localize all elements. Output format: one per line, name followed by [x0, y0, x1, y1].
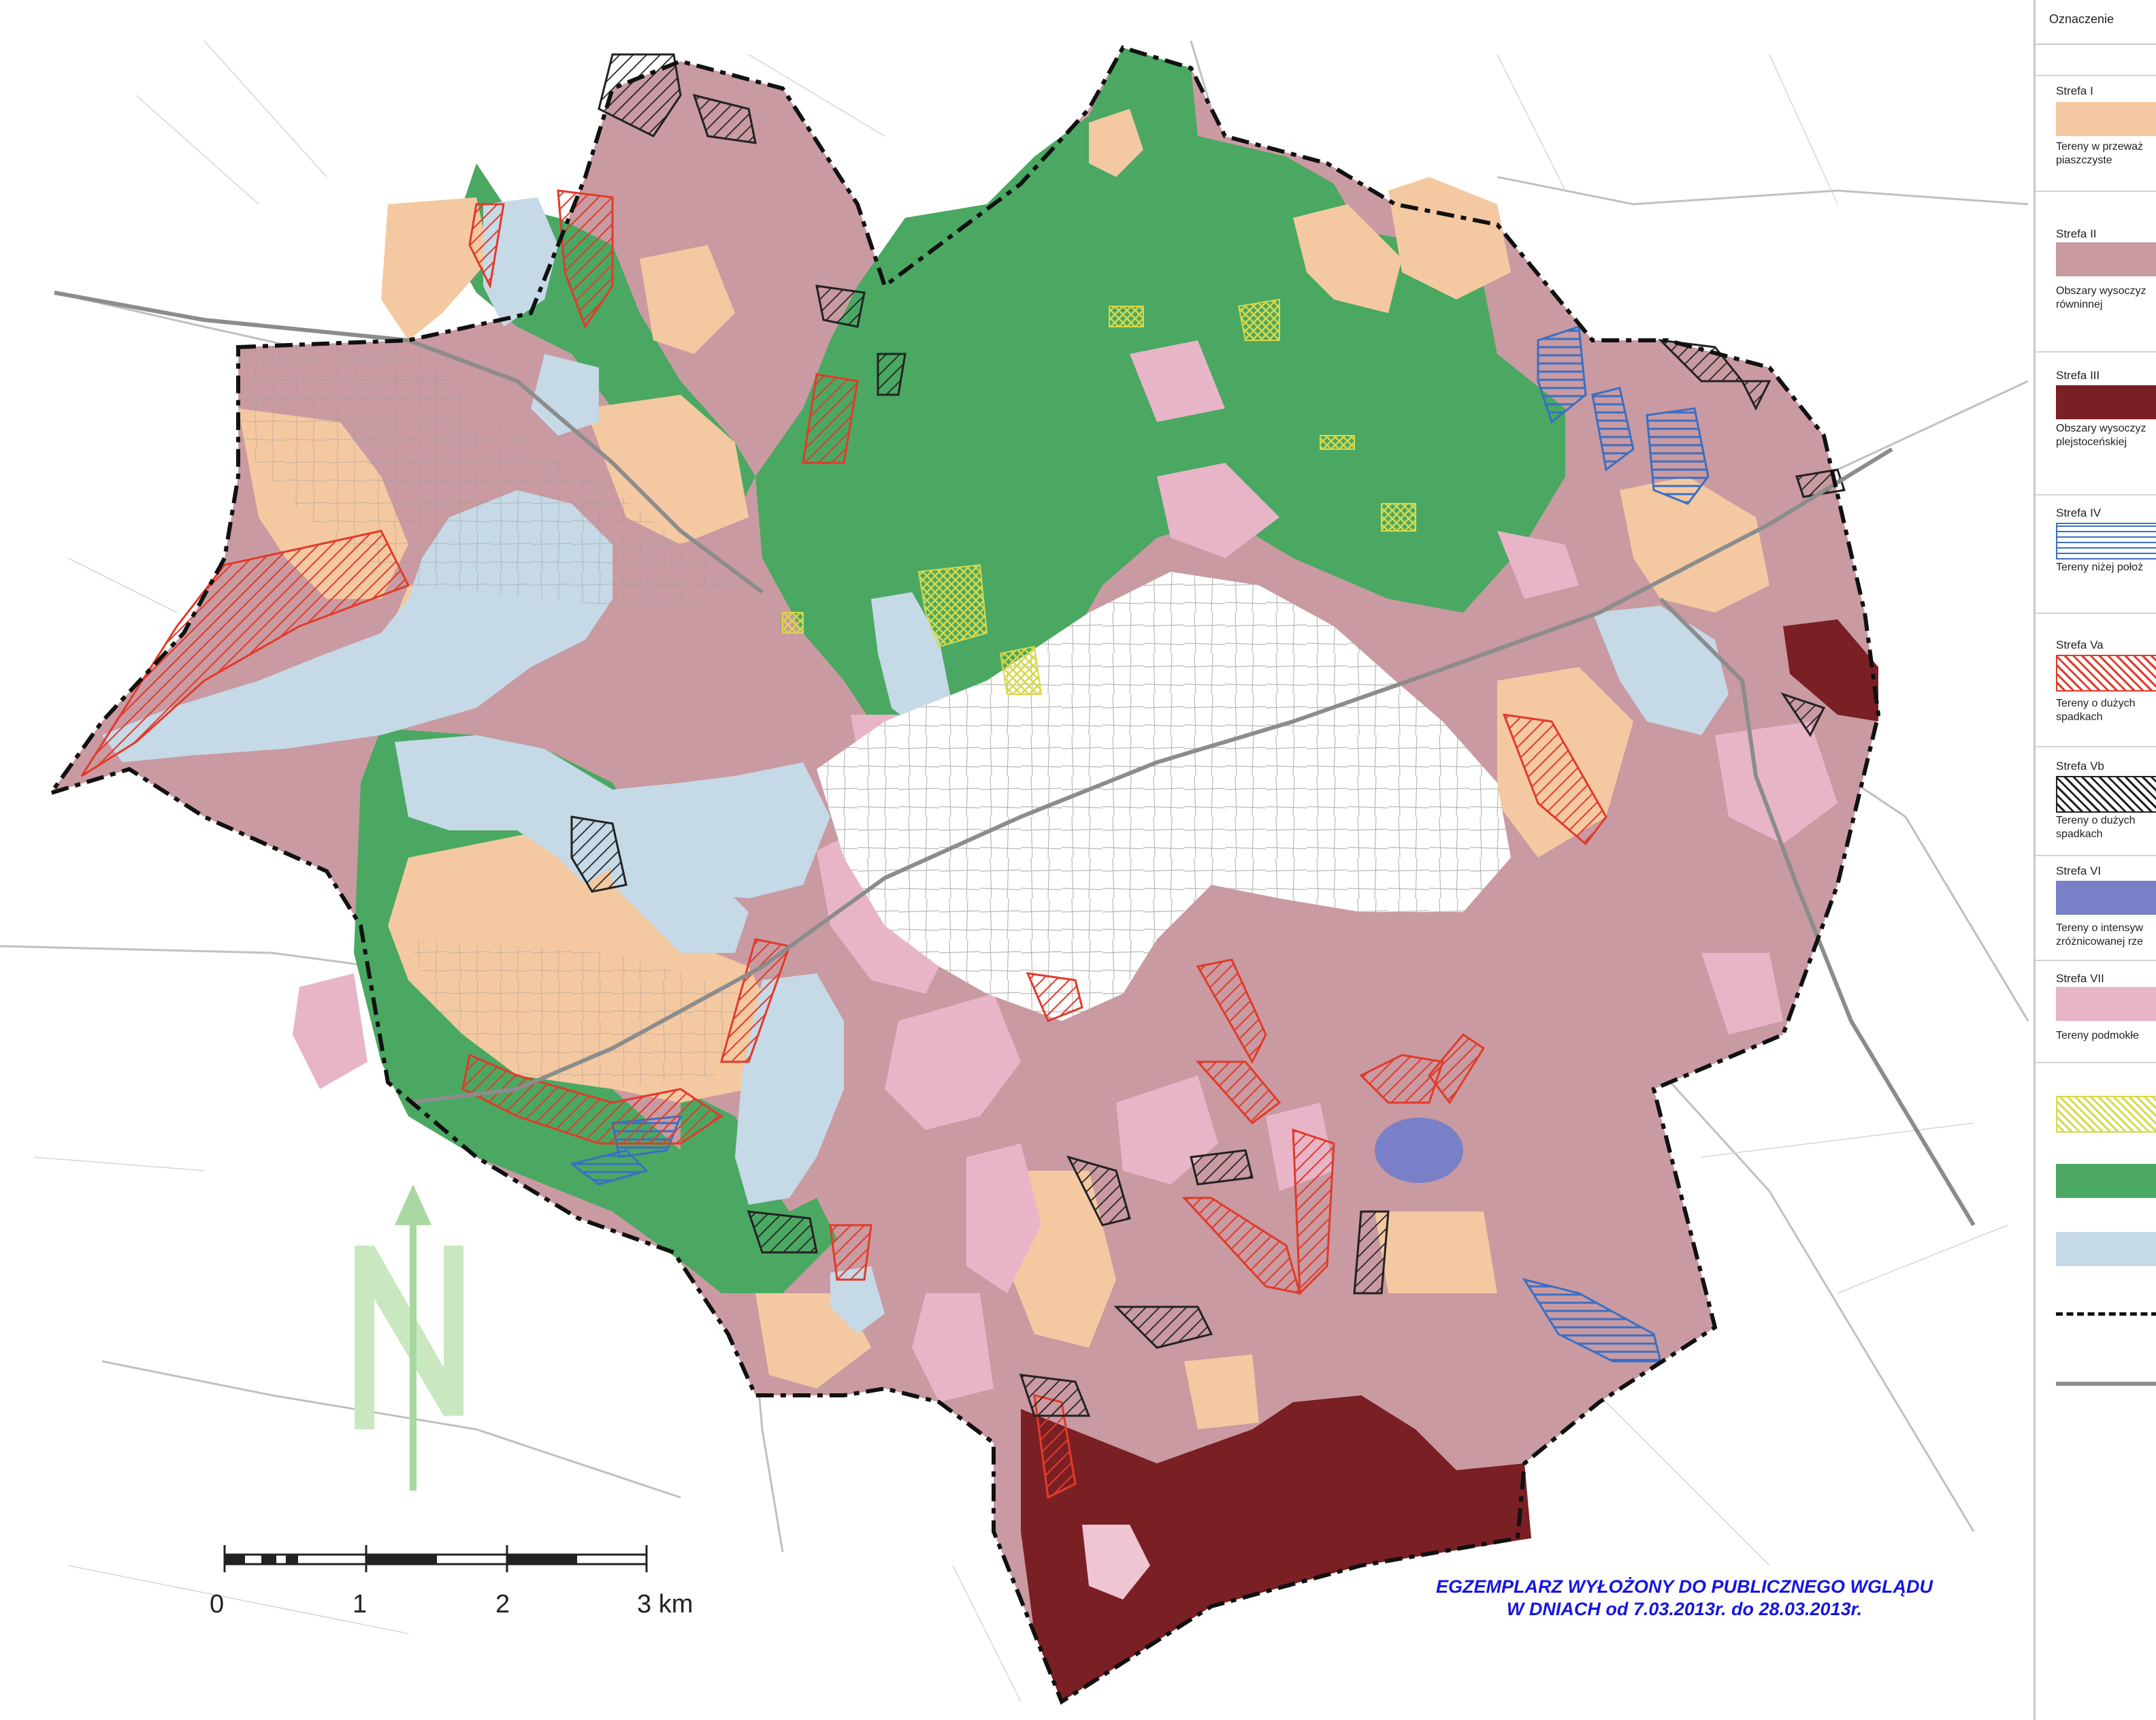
legend-zone-iv-desc: Tereny niżej położ	[2056, 562, 2144, 573]
legend-rail-swatch	[2056, 1375, 2156, 1386]
legend-separator	[2036, 494, 2156, 496]
legend-separator	[2036, 351, 2156, 353]
road-network-thin	[33, 40, 2008, 1702]
legend-boundary-swatch	[2056, 1300, 2156, 1316]
legend-zone-ii-swatch	[2056, 242, 2156, 276]
zone-iii-areas	[1021, 619, 1878, 1702]
legend-zone-iv-swatch	[2056, 523, 2156, 559]
public-notice: EGZEMPLARZ WYŁOŻONY DO PUBLICZNEGO WGLĄD…	[1361, 1576, 2008, 1621]
scale-bar	[223, 1545, 648, 1572]
legend-separator	[2036, 75, 2156, 76]
legend-zone-vi-title: Strefa VI	[2056, 864, 2102, 877]
zone-iv-areas	[569, 325, 1710, 1363]
legend-zone-iii-desc: Obszary wysoczyz plejstoceńskiej	[2056, 423, 2146, 448]
zone-vi-area	[1375, 1118, 1463, 1183]
legend-zone-i-desc: Tereny w przeważ piaszczyste	[2056, 141, 2144, 166]
legend-zone-vb-swatch	[2056, 776, 2156, 813]
legend-separator	[2036, 613, 2156, 614]
notice-line-1: EGZEMPLARZ WYŁOŻONY DO PUBLICZNEGO WGLĄD…	[1436, 1576, 1933, 1597]
legend-zone-vi-swatch	[2056, 881, 2156, 915]
legend-zone-vii-desc: Tereny podmokłe	[2056, 1030, 2139, 1041]
legend-crosshatch-swatch	[2056, 1096, 2156, 1133]
scale-label-1: 1	[353, 1590, 368, 1619]
wet-pocket	[1082, 1525, 1150, 1600]
crosshatch-areas	[782, 298, 1416, 695]
legend-forest-swatch	[2056, 1164, 2156, 1198]
legend-zone-i-title: Strefa I	[2056, 84, 2093, 97]
scale-label-0: 0	[210, 1590, 225, 1619]
legend-zone-ii-desc: Obszary wysoczyz równinnej	[2056, 285, 2146, 310]
scale-label-3: 3 km	[637, 1590, 693, 1619]
legend-zone-vi-desc: Tereny o intensyw zróżnicowanej rze	[2056, 922, 2144, 947]
legend-header-label: Oznaczenie	[2049, 12, 2114, 26]
city-boundary	[46, 45, 1881, 1705]
legend-header: Oznaczenie	[2036, 0, 2156, 45]
rail-lines	[54, 291, 1976, 1227]
notice-line-2: W DNIACH od 7.03.2013r. do 28.03.2013r.	[1506, 1599, 1863, 1619]
legend-zone-vii-title: Strefa VII	[2056, 972, 2104, 985]
north-arrow	[355, 1184, 463, 1491]
scale-label-2: 2	[495, 1590, 510, 1619]
legend-zone-va-swatch	[2056, 655, 2156, 692]
legend-zone-va-title: Strefa Va	[2056, 638, 2104, 651]
legend-zone-iii-swatch	[2056, 385, 2156, 419]
zone-vb-areas	[570, 53, 1846, 1417]
legend-separator	[2036, 1062, 2156, 1063]
legend-zone-iii-title: Strefa III	[2056, 369, 2100, 382]
legend-separator	[2036, 746, 2156, 747]
zone-va-areas	[80, 189, 1607, 1499]
legend-zone-ii-title: Strefa II	[2056, 227, 2097, 240]
legend-zone-vb-title: Strefa Vb	[2056, 760, 2104, 773]
legend-zone-i-swatch	[2056, 102, 2156, 136]
legend-zone-vb-desc: Tereny o dużych spadkach	[2056, 815, 2136, 840]
legend-zone-va-desc: Tereny o dużych spadkach	[2056, 698, 2136, 723]
compass-label: N	[354, 1232, 359, 1239]
legend-separator	[2036, 960, 2156, 961]
legend-lake-swatch	[2056, 1232, 2156, 1266]
legend-zone-vii-swatch	[2056, 987, 2156, 1021]
legend-separator	[2036, 191, 2156, 192]
legend-separator	[2036, 855, 2156, 856]
legend-panel: Oznaczenie Strefa I Tereny w przeważ pia…	[2034, 0, 2156, 1720]
legend-zone-iv-title: Strefa IV	[2056, 506, 2102, 519]
